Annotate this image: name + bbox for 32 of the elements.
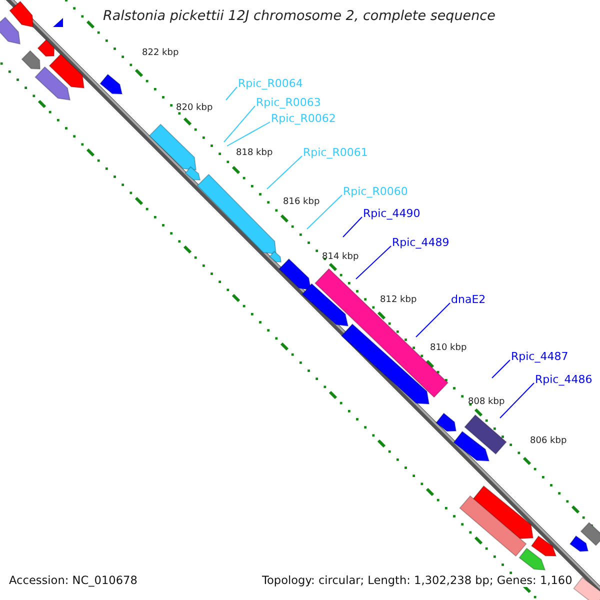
tick-label: 816 kbp bbox=[283, 198, 320, 208]
gene-label: Rpic_4489 bbox=[392, 237, 450, 250]
gene-label: Rpic_4486 bbox=[535, 374, 592, 386]
leader-line bbox=[356, 246, 392, 280]
gene-label: Rpic_R0061 bbox=[303, 147, 368, 160]
footer-text: Topology: circular; Length: 1,302,238 bp; Genes: 1,160 bbox=[262, 575, 572, 588]
leader-line bbox=[306, 194, 342, 230]
leader-line bbox=[416, 302, 450, 338]
leader-line bbox=[342, 216, 362, 238]
tick-label: 808 kbp bbox=[468, 398, 505, 408]
leader-line bbox=[266, 156, 302, 190]
tick-label: 822 kbp bbox=[142, 49, 179, 59]
gene-label: Rpic_R0064 bbox=[238, 78, 303, 90]
gene-label: Rpic_4490 bbox=[363, 208, 420, 220]
tick-label: 806 kbp bbox=[530, 437, 567, 447]
tick-label: 818 kbp bbox=[236, 149, 273, 159]
footer-text: Accession: NC_010678 bbox=[9, 575, 138, 588]
tick-label: 820 kbp bbox=[176, 104, 213, 114]
tick-label: 810 kbp bbox=[430, 344, 467, 354]
gene-label: Rpic_R0060 bbox=[343, 186, 408, 198]
tick-label: 814 kbp bbox=[322, 253, 359, 263]
title: Ralstonia pickettii 12J chromosome 2, complete sequence bbox=[103, 9, 496, 24]
leader-line bbox=[224, 106, 256, 142]
gene-label: Rpic_R0062 bbox=[271, 113, 336, 126]
gene-label: Rpic_4487 bbox=[511, 351, 568, 364]
leader-line bbox=[492, 360, 510, 378]
gene-label: dnaE2 bbox=[451, 294, 486, 306]
gene-label: Rpic_R0063 bbox=[256, 97, 321, 110]
leader-line bbox=[500, 382, 534, 418]
leader-line bbox=[226, 122, 270, 146]
leader-line bbox=[226, 86, 238, 100]
tick-label: 812 kbp bbox=[380, 296, 417, 306]
